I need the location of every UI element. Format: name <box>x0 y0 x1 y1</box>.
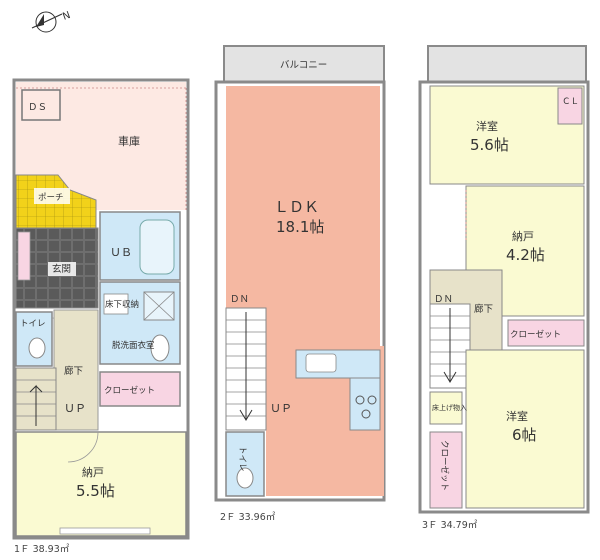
storeroom-3f-size: 4.2帖 <box>506 246 545 264</box>
closet-vertical <box>429 431 463 509</box>
storeroom-3f-label: 納戸 <box>512 230 534 243</box>
corridor-3f-label: 廊下 <box>474 303 493 315</box>
floor-3-caption: 3Ｆ 34.79㎡ <box>422 520 478 531</box>
ldk-label: ＬＤＫ <box>274 198 319 216</box>
western-a-size: 5.6帖 <box>470 136 509 154</box>
closet-vertical-label: クローゼット <box>439 440 450 491</box>
washroom-label: 脱洗面衣室 <box>112 340 155 351</box>
up-2f-label: ＵＰ <box>270 402 292 415</box>
western-room-b <box>465 349 585 509</box>
window-1f <box>59 527 151 535</box>
closet-1f <box>99 371 181 407</box>
porch-label: ポーチ <box>38 193 64 203</box>
storeroom-1f-label: 納戸 <box>82 466 104 479</box>
kitchen-sink-icon <box>305 353 337 373</box>
ds-label: ＤＳ <box>28 102 47 113</box>
bathtub-icon <box>139 219 175 275</box>
sink-icon <box>150 334 170 362</box>
toilet-icon <box>28 337 46 359</box>
garage-label: 車庫 <box>118 134 140 148</box>
corridor-1f <box>53 309 99 431</box>
cl-label: ＣＬ <box>562 97 579 107</box>
entrance-label: 玄関 <box>52 263 71 275</box>
toilet-2f-label: トイレ <box>237 446 247 472</box>
balcony-2f-label: バルコニー <box>280 60 327 71</box>
raised-storage-label: 床上げ物入 <box>432 403 467 412</box>
toilet-1f-label: トイレ <box>20 319 46 329</box>
north-arrow-icon: N <box>31 10 72 33</box>
floor-2-caption: 2Ｆ 33.96㎡ <box>220 512 276 523</box>
stove-icon <box>355 395 377 419</box>
floor-2-plan: バルコニー ＬＤＫ 18.1帖 ＤＮ ＵＰ トイレ 2Ｆ 33.96㎡ <box>214 45 386 523</box>
balcony-3f <box>427 45 587 83</box>
dn-3f-label: ＤＮ <box>434 294 453 305</box>
shoe-cabinet <box>17 231 31 281</box>
closet-1f-label: クローゼット <box>104 385 155 396</box>
floor-1-plan: ＤＳ 車庫 ポーチ ＵＢ 玄関 床下収納 脱洗面衣室 トイレ 廊下 クローゼット… <box>12 78 190 555</box>
svg-text:N: N <box>61 10 72 23</box>
up-1f-label: ＵＰ <box>64 402 86 415</box>
western-b-label: 洋室 <box>506 409 528 423</box>
western-a-label: 洋室 <box>476 119 498 133</box>
floor-storage-label: 床下収納 <box>105 299 139 310</box>
closet-3f-label: クローゼット <box>510 329 561 340</box>
storeroom-1f <box>15 431 187 537</box>
closet-3f <box>507 319 585 347</box>
western-b-size: 6帖 <box>512 426 537 444</box>
dn-2f-label: ＤＮ <box>230 294 249 305</box>
cl-closet <box>557 87 583 125</box>
floor-3-plan: 洋室 5.6帖 ＣＬ 納戸 4.2帖 ＤＮ 廊下 クローゼット 床上げ物入 洋室… <box>418 45 590 531</box>
ds-box <box>21 89 61 121</box>
corridor-1f-label: 廊下 <box>64 365 83 377</box>
storeroom-1f-size: 5.5帖 <box>76 482 115 500</box>
ub-label: ＵＢ <box>110 246 132 259</box>
ldk-size: 18.1帖 <box>276 218 324 236</box>
storeroom-3f <box>465 185 585 317</box>
floor-1-caption: 1Ｆ 38.93㎡ <box>14 544 70 555</box>
toilet-2f-icon <box>236 467 254 489</box>
raised-storage <box>429 391 463 425</box>
